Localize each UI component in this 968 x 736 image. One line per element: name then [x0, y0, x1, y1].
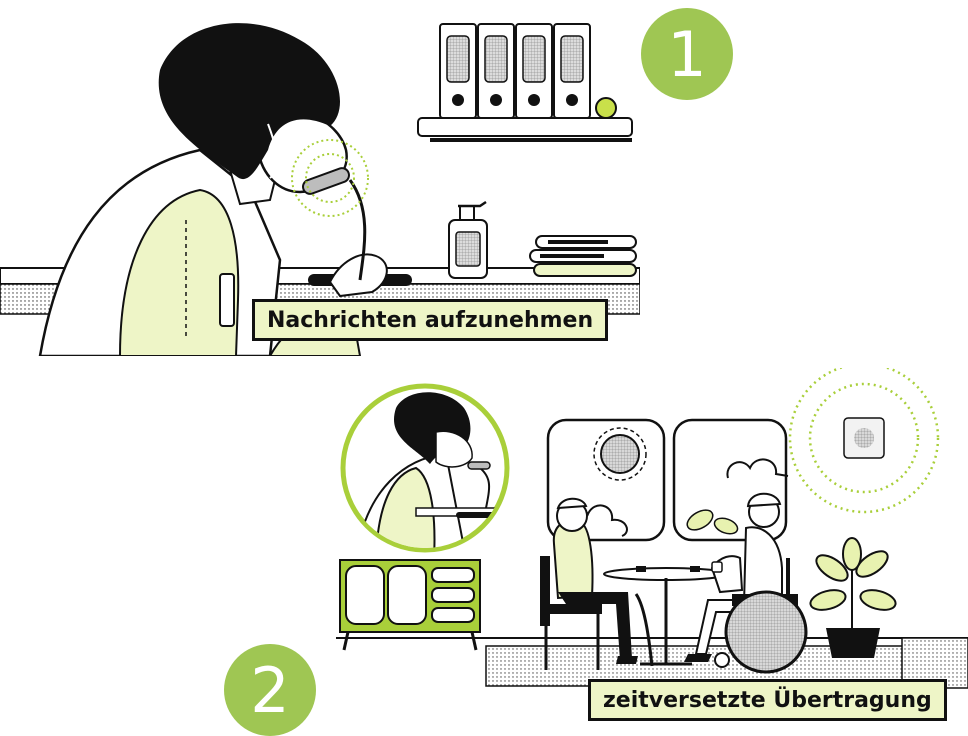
sound-wave-icon [291, 139, 369, 217]
scene-playback [336, 368, 968, 735]
inset-recording [340, 383, 510, 553]
soap-bottle [448, 200, 488, 279]
person-left [540, 497, 654, 670]
playback-illustration [336, 368, 968, 689]
caption-playback: zeitversetzte Übertragung [588, 679, 947, 721]
step-badge-1: 1 [641, 8, 733, 100]
binder-icon [553, 23, 591, 119]
cloud-icon [726, 458, 789, 479]
step-badge-2: 2 [224, 644, 316, 736]
binder-icon [515, 23, 553, 119]
plant-icon [809, 537, 897, 658]
binder-icon [439, 23, 477, 119]
speaker-icon [843, 417, 885, 459]
ball-icon [595, 97, 617, 119]
sun-icon [593, 427, 647, 481]
binder-shelf [417, 23, 633, 142]
plant-icon [686, 509, 739, 535]
binder-icon [477, 23, 515, 119]
wheelchair-icon [714, 558, 808, 674]
book-stack [529, 235, 637, 277]
microphone-icon [302, 167, 367, 281]
sideboard [339, 559, 481, 651]
sound-wave-icon [788, 368, 940, 514]
caption-recording: Nachrichten aufzunehmen [252, 299, 609, 341]
